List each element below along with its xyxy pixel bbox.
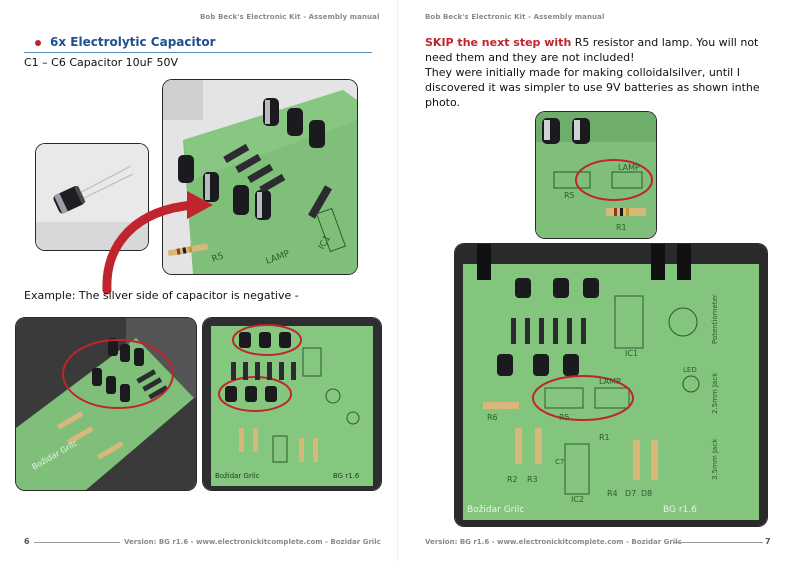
pcb-label-r2: R2	[507, 475, 518, 484]
skip-instructions: SKIP the next step with R5 resistor and …	[425, 35, 775, 110]
pcb-lamp-closeup-photo: R5 LAMP R1	[536, 112, 656, 238]
pcb-top-photo: Božidar Grilc BG r1.6	[203, 318, 381, 490]
pcb-label-led: LED	[683, 366, 697, 374]
left-footer-rule	[34, 542, 120, 543]
example-caption: Example: The silver side of capacitor is…	[24, 289, 299, 302]
right-page: Bob Beck's Electronic Kit - Assembly man…	[398, 0, 795, 562]
pcb-label-r4: R4	[607, 489, 618, 498]
pcb-label-d7: D7	[625, 489, 636, 498]
pcb-label-r1-closeup: R1	[616, 223, 627, 232]
board-version-text-full: BG r1.6	[663, 505, 697, 515]
skip-emphasis: SKIP the next step with	[425, 36, 572, 49]
pcb-label-r1-full: R1	[599, 433, 610, 442]
pcb-label-r5: R5	[211, 251, 226, 264]
right-header: Bob Beck's Electronic Kit - Assembly man…	[425, 13, 605, 21]
pcb-label-ic2: IC2	[571, 495, 584, 504]
right-footer-rule	[673, 542, 763, 543]
body-text: They were initially made for making coll…	[425, 66, 760, 109]
pcb-label-lamp-full: LAMP	[599, 377, 621, 386]
pcb-label-c7: C7	[555, 458, 564, 466]
pcb-label-ic1-full: IC1	[625, 349, 638, 358]
component-subtitle: C1 – C6 Capacitor 10uF 50V	[24, 56, 178, 69]
board-version-text: BG r1.6	[333, 472, 360, 480]
page-spine	[397, 0, 398, 562]
right-page-number: 7	[765, 537, 771, 546]
pcb-angled-photo: Božidar Grilc	[16, 318, 196, 490]
pcb-label-potentiometer: Potentiometer	[711, 294, 719, 344]
section-title: 6x Electrolytic Capacitor	[50, 35, 216, 49]
section-bullet-icon	[35, 40, 41, 46]
skip-text: R5 resistor and lamp. You will not need …	[425, 36, 759, 64]
pcb-full-board-photo: IC1 Potentiometer LED 2.5mm Jack 3.5mm J…	[455, 244, 767, 526]
board-name-text-full: Božidar Grilc	[467, 505, 524, 515]
left-header: Bob Beck's Electronic Kit - Assembly man…	[200, 13, 380, 21]
pcb-label-r6: R6	[487, 413, 498, 422]
capacitor-photo	[36, 144, 148, 250]
pcb-label-r3: R3	[527, 475, 538, 484]
pcb-label-r5-closeup: R5	[564, 191, 575, 200]
red-arrow-icon	[102, 191, 213, 295]
pcb-label-jack25: 2.5mm Jack	[711, 372, 719, 414]
left-footer: Version: BG r1.6 - www.electronickitcomp…	[124, 538, 381, 546]
pcb-label-lamp-closeup: LAMP	[618, 163, 640, 172]
pcb-capacitors-photo: R5 LAMP IC1	[163, 80, 357, 274]
right-footer: Version: BG r1.6 - www.electronickitcomp…	[425, 538, 682, 546]
board-name-text-2: Božidar Grilc	[215, 472, 260, 480]
pcb-label-r5-full: R5	[559, 413, 570, 422]
left-page-number: 6	[24, 537, 30, 546]
title-rule	[24, 52, 372, 53]
left-page: Bob Beck's Electronic Kit - Assembly man…	[0, 0, 397, 562]
pcb-label-d8: D8	[641, 489, 652, 498]
pcb-label-jack35: 3.5mm Jack	[711, 438, 719, 480]
